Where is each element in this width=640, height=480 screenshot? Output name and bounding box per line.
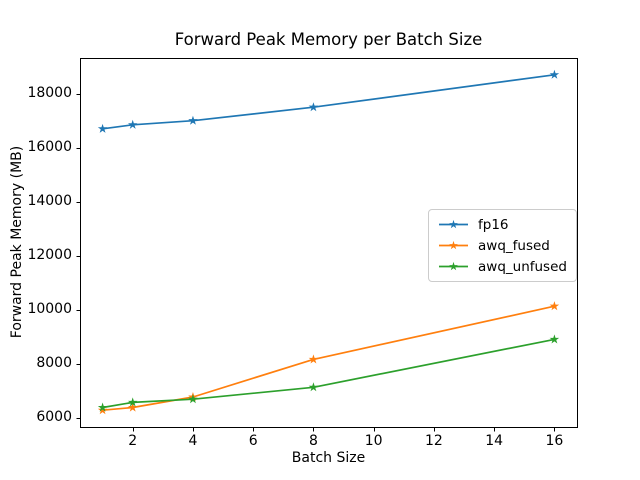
legend-entry-fp16: fp16 xyxy=(438,214,567,235)
legend-label-awq_fused: awq_fused xyxy=(478,237,550,254)
chart-title: Forward Peak Memory per Batch Size xyxy=(174,30,483,49)
legend-line-sample-awq_fused xyxy=(439,240,468,250)
legend-star-marker xyxy=(449,219,458,229)
legend-line-sample-fp16 xyxy=(439,219,468,229)
x-tick-label: 16 xyxy=(545,433,564,449)
x-axis-label: Batch Size xyxy=(291,450,366,466)
marker-awq_fused xyxy=(97,405,108,415)
y-tick-label: 6000 xyxy=(36,409,72,426)
y-tick-label: 8000 xyxy=(36,355,72,371)
marker-awq_unfused xyxy=(549,334,560,344)
marker-awq_unfused xyxy=(127,397,138,407)
x-tick-label: 6 xyxy=(248,433,258,449)
legend-star-marker xyxy=(449,240,458,250)
y-tick-label: 14000 xyxy=(27,192,72,209)
x-tick-label: 2 xyxy=(128,433,138,449)
marker-awq_unfused xyxy=(188,394,198,404)
axes-frame xyxy=(80,58,578,428)
y-tick-label: 16000 xyxy=(27,138,72,155)
series-line-awq_fused xyxy=(101,305,556,412)
y-tick-label: 12000 xyxy=(27,246,72,263)
marker-awq_fused xyxy=(549,301,560,311)
x-tick-label: 10 xyxy=(364,433,383,449)
legend-line-sample-awq_unfused xyxy=(439,261,468,271)
x-tick-label: 14 xyxy=(485,433,504,449)
marker-awq_fused xyxy=(308,354,319,364)
x-tick-label: 8 xyxy=(308,433,318,449)
x-tick-label: 4 xyxy=(188,433,198,449)
legend: fp16 awq_fused awq_unfused xyxy=(428,209,577,282)
marker-fp16 xyxy=(127,119,138,129)
legend-entry-awq_fused: awq_fused xyxy=(438,235,567,256)
marker-fp16 xyxy=(188,115,198,125)
y-tick-label: 18000 xyxy=(27,84,72,101)
x-tick-label: 12 xyxy=(425,433,443,449)
legend-star-marker xyxy=(449,261,458,271)
marker-fp16 xyxy=(549,69,560,79)
legend-label-fp16: fp16 xyxy=(478,216,509,233)
legend-entry-awq_unfused: awq_unfused xyxy=(438,256,567,277)
marker-awq_unfused xyxy=(308,382,319,392)
series-line-fp16 xyxy=(101,73,556,130)
marker-fp16 xyxy=(308,102,319,112)
series-line-awq_unfused xyxy=(101,338,556,409)
marker-awq_unfused xyxy=(97,402,108,412)
marker-awq_fused xyxy=(127,402,138,412)
legend-label-awq_unfused: awq_unfused xyxy=(478,258,567,275)
marker-fp16 xyxy=(97,123,108,133)
y-tick-label: 10000 xyxy=(27,300,72,317)
